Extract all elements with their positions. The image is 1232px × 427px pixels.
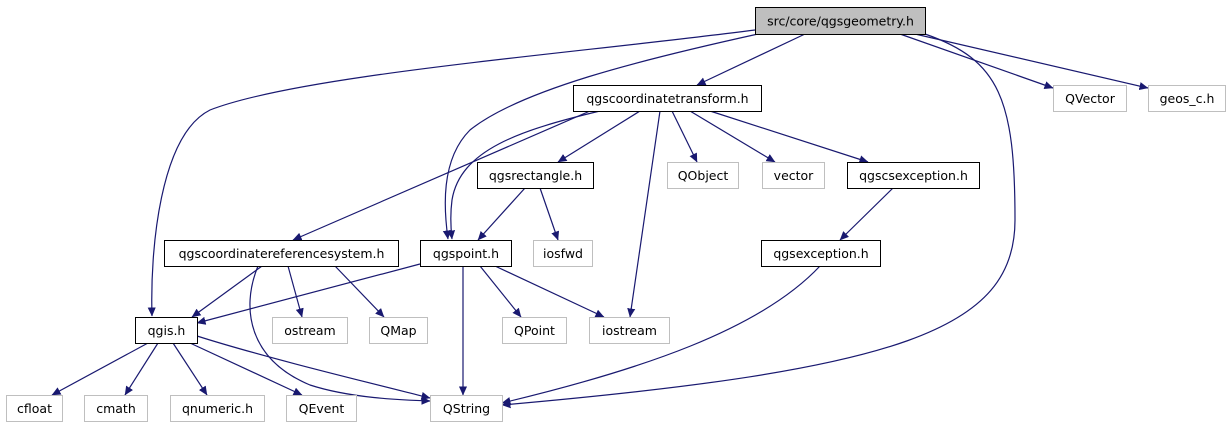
node-qpoint: QPoint	[502, 317, 567, 344]
node-box-qgsexception	[761, 240, 881, 267]
node-box-vector	[762, 162, 825, 189]
node-qgis[interactable]: qgis.h	[135, 317, 198, 344]
node-iostream: iostream	[589, 317, 670, 344]
edge-qgscoordinatereferencesystem-to-qmap	[334, 265, 385, 318]
edge-root-to-qstring	[501, 33, 1016, 409]
node-root[interactable]: src/core/qgsgeometry.h	[755, 7, 926, 35]
node-label-qmap: QMap	[380, 323, 416, 338]
node-label-root: src/core/qgsgeometry.h	[767, 14, 914, 29]
node-qgsrectangle[interactable]: qgsrectangle.h	[477, 162, 594, 189]
node-box-qgscoordinatereferencesystem	[164, 240, 399, 267]
node-cmath: cmath	[84, 395, 148, 422]
edge-qgscoordinatetransform-to-qgscoordinatereferencesystem	[292, 110, 591, 241]
edge-root-to-qvector	[899, 33, 1054, 89]
edge-qgis-to-cfloat	[51, 342, 149, 396]
node-iosfwd: iosfwd	[533, 240, 593, 267]
node-qobject: QObject	[667, 162, 739, 189]
edge-qgscoordinatetransform-to-qgsrectangle	[557, 110, 641, 163]
edge-qgis-to-cmath	[124, 342, 159, 396]
node-qstring: QString	[430, 395, 503, 422]
node-box-qobject	[667, 162, 739, 189]
edge-qgscoordinatereferencesystem-to-qgis	[191, 265, 263, 318]
node-box-cfloat	[6, 395, 63, 422]
edge-qgscoordinatetransform-to-iostream	[627, 110, 661, 318]
node-label-qgsrectangle: qgsrectangle.h	[489, 168, 582, 183]
node-label-geos_c: geos_c.h	[1160, 91, 1215, 106]
edge-qgspoint-to-iostream	[494, 265, 605, 318]
edge-qgsrectangle-to-qgspoint	[477, 187, 526, 241]
edge-qgscoordinatetransform-to-vector	[689, 110, 776, 163]
node-box-qgsrectangle	[477, 162, 594, 189]
node-label-qstring: QString	[443, 401, 490, 416]
edge-qgscoordinatetransform-to-qgscsexception	[709, 110, 869, 164]
node-label-qpoint: QPoint	[514, 323, 555, 338]
edge-qgis-to-qevent	[189, 342, 303, 396]
edge-qgscoordinatetransform-to-qgspoint	[447, 110, 601, 240]
node-qgscoordinatereferencesystem[interactable]: qgscoordinatereferencesystem.h	[164, 240, 399, 267]
node-qnumeric: qnumeric.h	[170, 395, 265, 422]
node-label-qgscoordinatetransform: qgscoordinatetransform.h	[586, 91, 748, 106]
node-label-iostream: iostream	[602, 323, 657, 338]
node-box-geos_c	[1148, 85, 1226, 112]
edge-qgis-to-qnumeric	[172, 342, 208, 396]
edge-root-to-qgis	[147, 29, 756, 317]
edge-root-to-qgspoint	[442, 33, 759, 240]
edge-qgscoordinatetransform-to-qobject	[671, 110, 698, 163]
node-label-qvector: QVector	[1065, 91, 1116, 106]
node-label-cmath: cmath	[96, 401, 136, 416]
edge-qgsrectangle-to-iosfwd	[539, 187, 560, 241]
edge-qgscoordinatereferencesystem-to-ostream	[287, 265, 304, 318]
node-box-qvector	[1053, 85, 1127, 112]
edge-qgspoint-to-qgis	[196, 263, 421, 325]
node-vector: vector	[762, 162, 825, 189]
node-box-qmap	[369, 317, 428, 344]
node-box-qstring	[430, 395, 503, 422]
node-box-root	[755, 7, 926, 35]
node-box-qgscsexception	[847, 162, 980, 189]
node-box-iosfwd	[533, 240, 593, 267]
node-label-iosfwd: iosfwd	[543, 246, 583, 261]
node-box-qnumeric	[170, 395, 265, 422]
node-label-qgscoordinatereferencesystem: qgscoordinatereferencesystem.h	[179, 246, 385, 261]
node-label-qgsexception: qgsexception.h	[773, 246, 868, 261]
edges-layer	[51, 29, 1149, 409]
node-label-qgis: qgis.h	[148, 323, 186, 338]
node-label-qgspoint: qgspoint.h	[433, 246, 499, 261]
edge-qgis-to-qstring	[196, 335, 431, 400]
edge-root-to-geos_c	[914, 33, 1149, 91]
edge-qgsexception-to-qstring	[501, 265, 821, 405]
node-label-cfloat: cfloat	[17, 401, 52, 416]
node-qmap: QMap	[369, 317, 428, 344]
nodes-layer: src/core/qgsgeometry.h qgscoordinatetrans…	[6, 7, 1226, 422]
edge-root-to-qgscoordinatetransform	[696, 33, 806, 86]
node-box-qpoint	[502, 317, 567, 344]
node-qvector: QVector	[1053, 85, 1127, 112]
node-qgspoint[interactable]: qgspoint.h	[420, 240, 512, 267]
node-box-qgscoordinatetransform	[573, 85, 762, 112]
node-box-qgspoint	[420, 240, 512, 267]
edge-qgscsexception-to-qgsexception	[839, 187, 894, 241]
node-box-qevent	[286, 395, 357, 422]
node-ostream: ostream	[272, 317, 348, 344]
node-box-iostream	[589, 317, 670, 344]
node-label-vector: vector	[774, 168, 815, 183]
node-label-qobject: QObject	[678, 168, 729, 183]
node-label-qevent: QEvent	[299, 401, 345, 416]
edge-qgspoint-to-qpoint	[479, 265, 522, 318]
node-label-qgscsexception: qgscsexception.h	[859, 168, 968, 183]
node-box-cmath	[84, 395, 148, 422]
node-qgscsexception[interactable]: qgscsexception.h	[847, 162, 980, 189]
node-geos_c: geos_c.h	[1148, 85, 1226, 112]
node-box-qgis	[135, 317, 198, 344]
node-label-ostream: ostream	[284, 323, 335, 338]
node-box-ostream	[272, 317, 348, 344]
node-qevent: QEvent	[286, 395, 357, 422]
edge-qgscoordinatereferencesystem-to-qstring	[249, 265, 431, 405]
node-label-qnumeric: qnumeric.h	[182, 401, 253, 416]
node-qgscoordinatetransform[interactable]: qgscoordinatetransform.h	[573, 85, 762, 112]
node-cfloat: cfloat	[6, 395, 63, 422]
node-qgsexception[interactable]: qgsexception.h	[761, 240, 881, 267]
